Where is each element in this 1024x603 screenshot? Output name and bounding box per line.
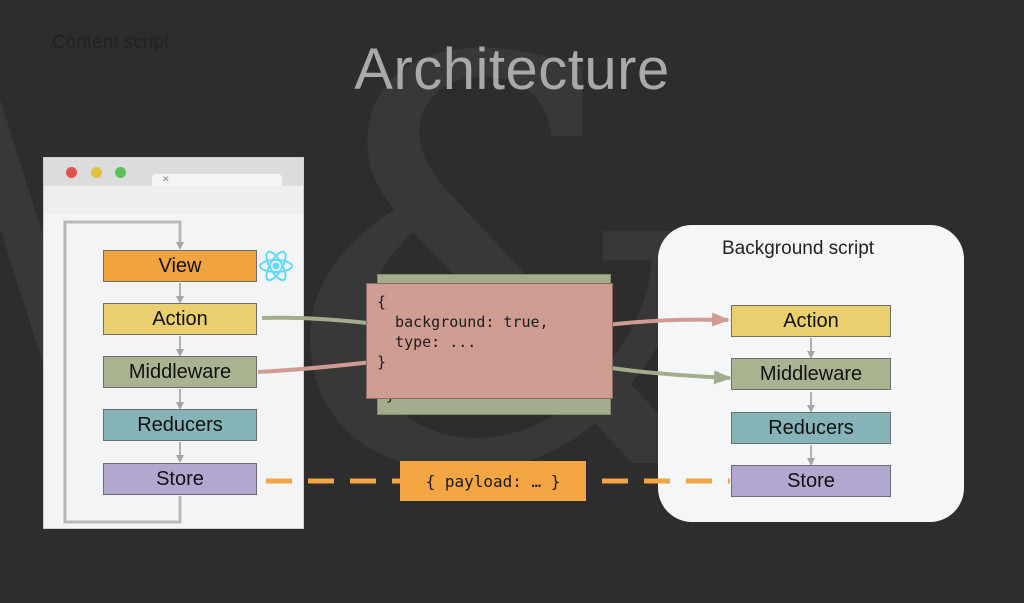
window-close-dot[interactable] [66, 167, 77, 178]
content-script-title: Content script [52, 32, 170, 53]
window-maximize-dot[interactable] [115, 167, 126, 178]
message-line-1: { [377, 293, 387, 311]
content-middleware-box: Middleware [103, 356, 257, 388]
background-script-title: Background script [722, 238, 875, 259]
bg-action-box: Action [731, 305, 891, 337]
bg-store-box: Store [731, 465, 891, 497]
window-close-icon[interactable]: ✕ [162, 175, 170, 185]
message-card: { background: true, type: ... } [366, 283, 613, 399]
bg-reducers-box: Reducers [731, 412, 891, 444]
content-action-box: Action [103, 303, 257, 335]
content-store-box: Store [103, 463, 257, 495]
react-icon [259, 250, 293, 282]
window-header-band [44, 186, 303, 214]
window-minimize-dot[interactable] [91, 167, 102, 178]
react-icon-layer [259, 250, 293, 282]
message-line-3: type: ... [377, 333, 477, 351]
slide-title: Architecture [354, 37, 670, 102]
content-view-box: View [103, 250, 257, 282]
message-line-4: } [377, 353, 387, 371]
content-reducers-box: Reducers [103, 409, 257, 441]
content-script-window: ✕ [43, 157, 304, 529]
feedback-loop-line [63, 220, 184, 524]
payload-label: { payload: … } [400, 461, 586, 501]
bg-middleware-box: Middleware [731, 358, 891, 390]
browser-tab[interactable] [152, 174, 282, 186]
slide: \ & Architecture ✕ Content script Backgr… [0, 0, 964, 560]
message-line-2: background: true, [377, 313, 549, 331]
